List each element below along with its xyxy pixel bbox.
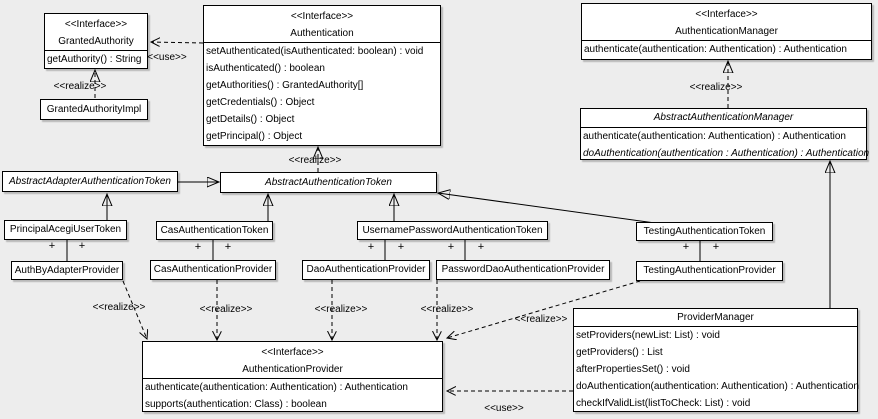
multiplicity-plus: +	[398, 241, 404, 253]
method: getAuthorities() : GrantedAuthority[]	[206, 80, 364, 91]
method: isAuthenticated() : boolean	[206, 63, 325, 74]
class-testing-authentication-token: TestingAuthenticationToken	[636, 222, 773, 241]
class-name: TestingAuthenticationProvider	[643, 265, 776, 276]
multiplicity-plus: +	[448, 241, 454, 253]
multiplicity-plus: +	[478, 241, 484, 253]
class-name: GrantedAuthority	[58, 36, 134, 47]
method: getDetails() : Object	[206, 114, 295, 125]
class-cas-authentication-token: CasAuthenticationToken	[156, 221, 273, 240]
use-label: <<use>>	[484, 403, 524, 414]
generalization-testing-to-abstract-token	[438, 193, 656, 224]
class-name: AbstractAdapterAuthenticationToken	[9, 176, 171, 187]
use-label: <<use>>	[147, 52, 187, 63]
class-cas-authentication-provider: CasAuthenticationProvider	[150, 260, 276, 280]
multiplicity-plus: +	[368, 241, 374, 253]
class-name: AbstractAuthenticationManager	[653, 112, 794, 123]
class-authentication: <<Interface>> Authentication setAuthenti…	[203, 5, 441, 146]
use-authentication-to-grantedauthority	[151, 42, 204, 43]
class-name: UsernamePasswordAuthenticationToken	[362, 225, 543, 236]
multiplicity-plus: +	[49, 240, 55, 252]
class-password-dao-authentication-provider: PasswordDaoAuthenticationProvider	[436, 260, 610, 280]
class-name: GrantedAuthorityImpl	[46, 104, 142, 115]
class-name: CasAuthenticationProvider	[153, 264, 273, 275]
class-name: PasswordDaoAuthenticationProvider	[441, 264, 605, 275]
class-auth-by-adapter-provider: AuthByAdapterProvider	[11, 261, 123, 280]
method: authenticate(authentication: Authenticat…	[583, 131, 846, 142]
class-granted-authority: <<Interface>> GrantedAuthority getAuthor…	[44, 13, 148, 69]
realize-label: <<realize>>	[54, 81, 107, 92]
class-name: AbstractAuthenticationToken	[265, 177, 392, 188]
realize-label: <<realize>>	[421, 304, 474, 315]
class-authentication-manager: <<Interface>> AuthenticationManager auth…	[581, 3, 872, 60]
realize-authbyadapter-to-authenticationprovider	[122, 280, 147, 339]
multiplicity-plus: +	[195, 241, 201, 253]
class-name: ProviderManager	[677, 312, 754, 323]
class-name: Authentication	[290, 28, 354, 39]
multiplicity-plus: +	[713, 241, 719, 253]
method: setAuthenticated(isAuthenticated: boolea…	[206, 46, 424, 57]
class-abstract-authentication-manager: AbstractAuthenticationManager authentica…	[580, 108, 870, 160]
method: setProviders(newList: List) : void	[576, 330, 720, 341]
method: supports(authentication: Class) : boolea…	[145, 399, 327, 410]
method: afterPropertiesSet() : void	[576, 364, 690, 375]
method: getAuthority() : String	[47, 54, 142, 65]
method: authenticate(authentication: Authenticat…	[584, 44, 847, 55]
class-name: AuthenticationManager	[675, 26, 778, 37]
method: doAuthentication(authentication: Authent…	[576, 381, 859, 392]
method: getProviders() : List	[576, 347, 663, 358]
multiplicity-plus: +	[683, 241, 689, 253]
multiplicity-plus: +	[225, 241, 231, 253]
class-dao-authentication-provider: DaoAuthenticationProvider	[302, 260, 430, 280]
realize-testingprovider-to-authenticationprovider	[447, 280, 641, 338]
realize-label: <<realize>>	[515, 314, 568, 325]
class-authentication-provider: <<Interface>> AuthenticationProvider aut…	[142, 341, 443, 412]
class-name: AuthenticationProvider	[242, 364, 343, 375]
stereotype-label: <<Interface>>	[261, 347, 324, 358]
class-name: TestingAuthenticationToken	[643, 226, 766, 237]
class-name: AuthByAdapterProvider	[14, 265, 120, 276]
class-name: CasAuthenticationToken	[160, 225, 269, 236]
class-abstract-authentication-token: AbstractAuthenticationToken	[220, 172, 437, 193]
class-name: DaoAuthenticationProvider	[306, 264, 426, 275]
realize-label: <<realize>>	[289, 155, 342, 166]
method: checkIfValidList(listToCheck: List) : vo…	[576, 398, 751, 409]
realize-label: <<realize>>	[200, 304, 253, 315]
class-name: PrincipalAcegiUserToken	[9, 224, 122, 235]
method: getCredentials() : Object	[206, 97, 315, 108]
stereotype-label: <<Interface>>	[290, 11, 354, 22]
class-abstract-adapter-authentication-token: AbstractAdapterAuthenticationToken	[2, 171, 178, 192]
class-provider-manager: ProviderManager setProviders(newList: Li…	[573, 308, 859, 412]
method: getPrincipal() : Object	[206, 131, 303, 142]
class-principal-acegi-user-token: PrincipalAcegiUserToken	[4, 220, 127, 240]
realize-label: <<realize>>	[93, 302, 146, 313]
realize-label: <<realize>>	[690, 82, 743, 93]
realize-label: <<realize>>	[315, 304, 368, 315]
multiplicity-plus: +	[79, 240, 85, 252]
method: authenticate(authentication: Authenticat…	[145, 382, 408, 393]
stereotype-label: <<Interface>>	[64, 19, 128, 30]
stereotype-label: <<Interface>>	[695, 9, 758, 20]
method: doAuthentication(authentication : Authen…	[583, 148, 870, 159]
class-testing-authentication-provider: TestingAuthenticationProvider	[636, 261, 783, 281]
class-granted-authority-impl: GrantedAuthorityImpl	[40, 99, 148, 120]
class-username-password-authentication-token: UsernamePasswordAuthenticationToken	[357, 221, 548, 240]
